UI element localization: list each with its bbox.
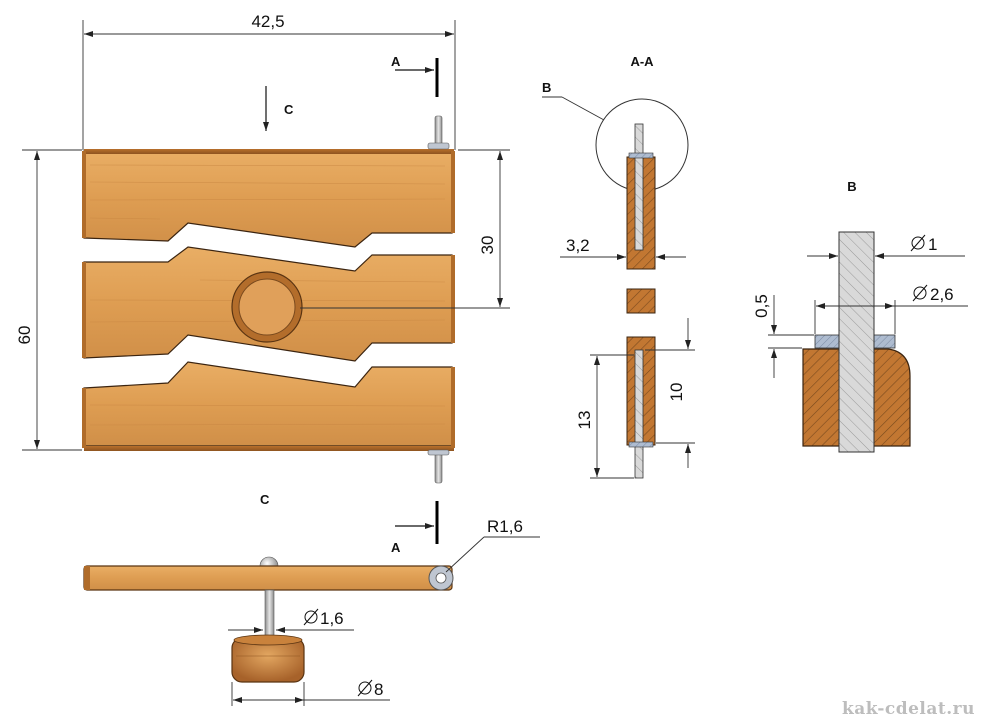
detail-pin xyxy=(838,231,875,453)
section-pin-upper xyxy=(634,123,644,251)
wood-piece-bottom xyxy=(83,361,453,447)
dim-text-center-distance: 30 xyxy=(478,236,497,255)
dim-text-pin-protrusion: 13 xyxy=(575,411,594,430)
section-letter-bottom: A xyxy=(391,540,401,555)
dim-text-hinge-radius: R1,6 xyxy=(487,517,523,536)
section-a-a: A-A B xyxy=(542,54,689,479)
right-edge-strip-1 xyxy=(451,151,455,233)
left-edge-strip-2 xyxy=(82,262,86,358)
dim-knob-diameter: 8 xyxy=(231,679,390,706)
dim-text-washer-diameter: 2,6 xyxy=(930,285,954,304)
section-mark-bottom: A xyxy=(391,501,439,555)
wood-grain xyxy=(89,164,446,426)
dim-text-pin-engagement: 10 xyxy=(667,383,686,402)
watermark: kak-cdelat.ru xyxy=(842,699,975,719)
view-c-arrow: C xyxy=(263,86,294,131)
dim-text-washer-thickness: 0,5 xyxy=(752,294,771,318)
view-c-plate xyxy=(83,565,453,591)
knob-boss-inner xyxy=(238,278,296,336)
view-c-plate-end xyxy=(84,566,90,590)
section-washer-lower xyxy=(628,441,654,448)
view-c-title: C xyxy=(260,492,270,507)
right-edge-strip-2 xyxy=(451,255,455,343)
dim-washer-thickness: 0,5 xyxy=(752,294,814,378)
dim-stem-diameter: 1,6 xyxy=(228,608,354,633)
section-letter-top: A xyxy=(391,54,401,69)
right-edge-strip-3 xyxy=(451,367,455,448)
left-edge-strip-3 xyxy=(82,388,86,448)
section-mark-top: A xyxy=(391,54,439,97)
dim-text-pin-diameter: 1 xyxy=(928,235,937,254)
top-edge-strip xyxy=(84,149,454,154)
section-washer-upper xyxy=(628,152,654,159)
pin-bottom-washer xyxy=(427,449,450,456)
left-edge-strip-1 xyxy=(82,151,86,238)
detail-b: B xyxy=(802,179,911,453)
section-pin-lower xyxy=(634,349,644,479)
bottom-edge-strip xyxy=(84,446,454,451)
view-c: C xyxy=(83,492,454,683)
dim-overall-height: 60 xyxy=(15,149,82,451)
dim-text-overall-height: 60 xyxy=(15,326,34,345)
dim-pin-protrusion: 13 xyxy=(575,354,634,479)
dim-pin-engagement: 10 xyxy=(645,318,695,468)
dim-washer-diameter: 2,6 xyxy=(814,284,968,334)
knob-top-face xyxy=(233,634,303,646)
detail-title: B xyxy=(847,179,856,194)
dim-text-overall-width: 42,5 xyxy=(251,12,284,31)
front-view xyxy=(82,115,455,484)
dim-text-knob-diameter: 8 xyxy=(374,680,383,699)
dim-center-distance: 30 xyxy=(300,149,510,309)
dim-plate-thickness: 3,2 xyxy=(560,236,686,260)
stem xyxy=(264,589,275,639)
dim-pin-diameter: 1 xyxy=(807,234,965,259)
hinge-inner xyxy=(435,572,447,584)
section-title: A-A xyxy=(630,54,654,69)
dim-text-stem-diameter: 1,6 xyxy=(320,609,344,628)
section-break xyxy=(626,288,656,314)
pin-top-washer xyxy=(427,142,450,150)
pin-top xyxy=(434,115,443,147)
pin-bottom xyxy=(434,450,443,484)
dim-overall-width: 42,5 xyxy=(82,12,456,150)
dim-hinge-radius: R1,6 xyxy=(445,517,540,573)
view-arrow-letter: C xyxy=(284,102,294,117)
detail-callout: B xyxy=(542,80,551,95)
dim-text-plate-thickness: 3,2 xyxy=(566,236,590,255)
